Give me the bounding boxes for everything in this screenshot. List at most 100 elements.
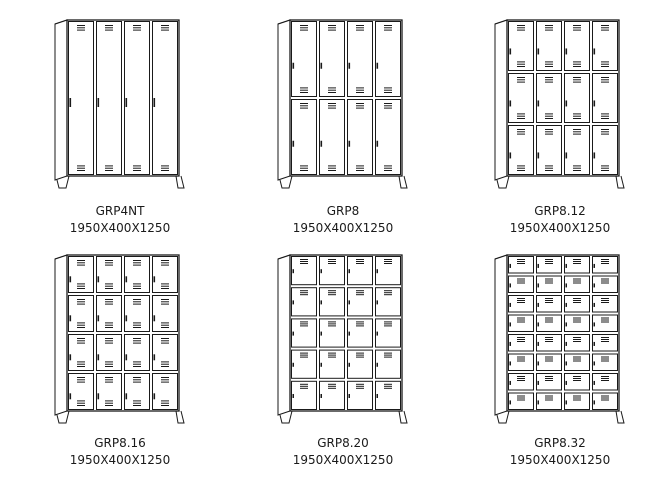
locker-door [536,21,562,71]
door-panel [564,314,590,332]
locker-door [375,349,401,379]
door-panel [347,21,373,97]
door-handle [376,62,379,69]
door-handle [153,315,156,322]
door-panel [96,295,122,332]
door-handle [509,283,511,288]
locker-door [347,21,373,97]
locker-door [536,125,562,175]
door-panel [536,295,562,313]
locker-door [536,295,562,313]
door-handle [320,140,323,147]
door-panel [291,318,317,348]
door-handle [593,302,595,307]
locker-door [508,73,534,123]
door-panel [508,353,534,371]
door-handle [125,276,128,283]
locker-door [96,295,122,332]
locker-card-grp8-16: GRP8.16 1950X400X1250 [45,249,195,474]
locker-door [319,256,345,286]
door-handle [593,263,595,268]
door-panel [68,334,94,371]
locker-door [536,353,562,371]
door-panel [508,275,534,293]
locker-door [124,295,150,332]
door-panel [592,334,618,352]
locker-dimensions: 1950X400X1250 [69,453,171,467]
door-handle [537,341,539,346]
locker-door [508,295,534,313]
door-panel [291,256,317,286]
door-handle [509,152,512,159]
door-panel [124,256,150,293]
door-panel [375,318,401,348]
door-panel [347,318,373,348]
locker-door [347,287,373,317]
door-panel [592,21,618,71]
door-panel [124,373,150,410]
door-handle [593,283,595,288]
door-handle [376,331,378,336]
door-panel [564,373,590,391]
left-foot [496,410,510,424]
locker-door [291,318,317,348]
door-handle [69,315,72,322]
locker-door [564,373,590,391]
locker-door [96,373,122,410]
door-panel [536,353,562,371]
locker-door [564,21,590,71]
locker-door [68,21,94,175]
locker-door [508,275,534,293]
door-panel [375,287,401,317]
locker-door [96,21,122,175]
door-panel [592,275,618,293]
door-panel [319,349,345,379]
door-panel [536,125,562,175]
door-handle [292,331,294,336]
door-handle [69,276,72,283]
door-handle [348,362,350,367]
door-panel [592,125,618,175]
door-handle [509,302,511,307]
door-handle [509,341,511,346]
door-handle [376,269,378,274]
door-panel [564,353,590,371]
door-handle [348,62,351,69]
door-handle [376,300,378,305]
door-handle [509,322,511,327]
locker-drawing [54,19,185,189]
door-panel [564,73,590,123]
locker-card-grp4nt: GRP4NT 1950X400X1250 [45,14,195,239]
door-panel [96,334,122,371]
door-handle [509,361,511,366]
locker-door [291,380,317,411]
locker-code: GRP8 [326,204,360,218]
door-panel [536,256,562,274]
door-panel [564,295,590,313]
door-handle [125,98,128,107]
locker-door [375,287,401,317]
locker-door [592,353,618,371]
door-handle [320,393,322,398]
door-panel [508,125,534,175]
door-handle [565,341,567,346]
locker-door [319,99,345,175]
door-handle [509,48,512,55]
locker-drawing [54,254,185,424]
door-panel [375,349,401,379]
right-foot [615,410,625,424]
door-panel [564,256,590,274]
door-panel [375,99,401,175]
door-panel [291,99,317,175]
locker-door [536,73,562,123]
door-handle [125,354,128,361]
door-handle [69,393,72,400]
locker-code: GRP8.12 [534,204,586,218]
door-panel [508,373,534,391]
door-handle [537,361,539,366]
side-panel [494,19,508,181]
locker-door [592,314,618,332]
locker-door [375,21,401,97]
door-handle [537,302,539,307]
locker-door [347,318,373,348]
